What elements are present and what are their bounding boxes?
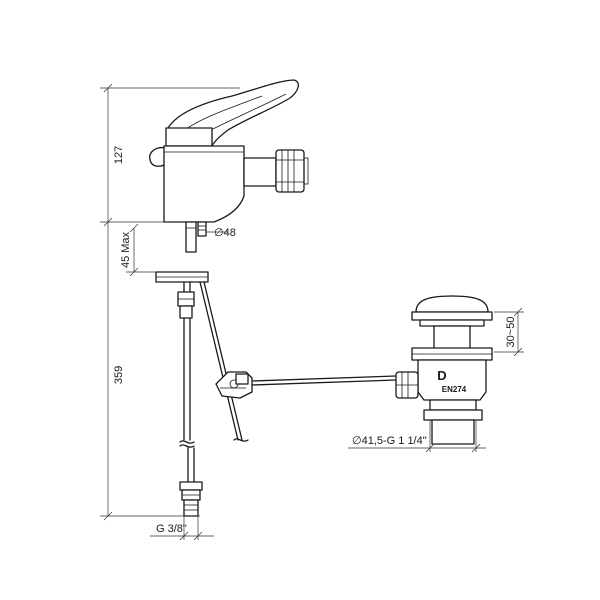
waste-d-mark: D	[437, 368, 446, 383]
dim-waste-thread-label: ∅41,5-G 1 1/4"	[352, 435, 427, 447]
dim-359-label: 359	[113, 366, 125, 384]
dim-supply-thread-label: G 3/8"	[156, 523, 187, 535]
mixer-body	[149, 79, 309, 223]
dim-127-label: 127	[113, 146, 125, 164]
clevis-linkage	[215, 371, 397, 399]
left-dimension-chain	[100, 83, 240, 521]
waste-range-dimension	[494, 307, 524, 357]
supply-thread-dimension	[150, 516, 214, 541]
dim-30-50-label: 30~50	[505, 317, 517, 348]
waste-thread-dimension	[348, 420, 486, 453]
popup-waste: D EN274	[395, 295, 493, 445]
dim-45-max-label: 45 Max	[120, 231, 132, 268]
dim-hole-diameter-label: ∅48	[214, 227, 236, 239]
waste-en274-mark: EN274	[442, 385, 467, 394]
mounting-assembly	[155, 221, 249, 517]
